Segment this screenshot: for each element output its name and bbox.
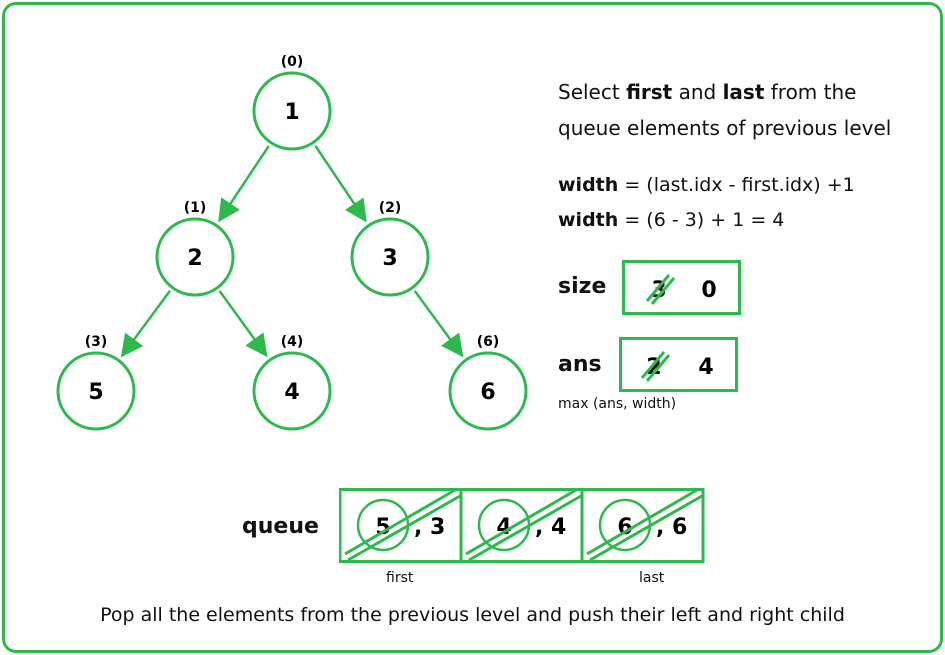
explanation-text: from the bbox=[764, 80, 857, 104]
strike-line bbox=[645, 274, 671, 302]
node-index-label: (3) bbox=[85, 334, 108, 350]
width-formula: width = (last.idx - first.idx) +1 bbox=[558, 174, 855, 196]
node-circle bbox=[155, 217, 235, 297]
node-value: 2 bbox=[187, 246, 202, 271]
explanation-line-2: queue elements of previous level bbox=[558, 111, 891, 145]
strike-line bbox=[645, 354, 671, 382]
last-marker: last bbox=[639, 570, 665, 586]
size-values: 3 0 bbox=[645, 274, 717, 305]
node-index-label: (6) bbox=[477, 334, 500, 350]
node-value: 6 bbox=[480, 380, 495, 405]
node-circle bbox=[350, 217, 430, 297]
formula-text: = (6 - 3) + 1 = 4 bbox=[618, 209, 785, 231]
node-circle bbox=[448, 351, 528, 431]
tree-edge-arrow bbox=[413, 290, 464, 358]
strike-line bbox=[468, 494, 582, 562]
first-keyword: first bbox=[626, 80, 673, 104]
tree-node: 5 (3) bbox=[56, 334, 136, 431]
size-new-value: 0 bbox=[701, 278, 716, 303]
queue-cell: 6, 6 bbox=[580, 488, 705, 563]
queue-cell: 4, 4 bbox=[459, 488, 584, 563]
explanation-line-1: Select first and last from the bbox=[558, 75, 856, 109]
strike-line bbox=[586, 488, 698, 556]
ans-box: 2 4 bbox=[619, 337, 738, 392]
caption: Pop all the elements from the previous l… bbox=[100, 604, 845, 626]
strike-line bbox=[650, 277, 676, 305]
tree-node: 4 (4) bbox=[252, 334, 332, 431]
node-value: 4 bbox=[284, 380, 299, 405]
ans-values: 2 4 bbox=[640, 351, 714, 382]
queue-cell: 5, 3 bbox=[339, 488, 463, 563]
queue-cell-box bbox=[580, 488, 705, 563]
strike-line bbox=[344, 488, 456, 556]
node-circle bbox=[252, 71, 332, 151]
node-index-label: (2) bbox=[379, 200, 402, 216]
strike-line bbox=[589, 494, 703, 562]
node-circle bbox=[252, 351, 332, 431]
explanation-text: and bbox=[672, 80, 723, 104]
tree-node: 6 (6) bbox=[448, 334, 528, 431]
width-calculation: width = (6 - 3) + 1 = 4 bbox=[558, 209, 784, 231]
tree-edge-arrow bbox=[120, 290, 172, 358]
tree-edge-arrow bbox=[314, 145, 367, 223]
tree-node: 1 (0) bbox=[252, 54, 332, 151]
queue-label: queue bbox=[242, 514, 319, 539]
strike-line bbox=[465, 488, 577, 556]
last-keyword: last bbox=[722, 80, 765, 104]
tree-node: 2 (1) bbox=[155, 200, 235, 297]
ans-new-value: 4 bbox=[698, 355, 713, 380]
tree-node: 3 (2) bbox=[350, 200, 430, 297]
node-index-label: (4) bbox=[281, 334, 304, 350]
width-keyword: width bbox=[558, 174, 619, 196]
node-index-label: (0) bbox=[281, 54, 304, 70]
node-value: 3 bbox=[382, 246, 397, 271]
strike-line bbox=[347, 494, 461, 562]
ans-label: ans bbox=[558, 352, 602, 377]
tree-edge-arrow bbox=[218, 290, 268, 358]
size-label: size bbox=[558, 274, 607, 299]
explanation-text: Select bbox=[558, 80, 627, 104]
ans-note: max (ans, width) bbox=[558, 396, 677, 412]
explanation-text: queue elements of previous level bbox=[558, 116, 892, 140]
width-keyword: width bbox=[558, 209, 619, 231]
tree-edge-arrow bbox=[218, 145, 270, 223]
strike-line bbox=[640, 351, 666, 379]
formula-text: = (last.idx - first.idx) +1 bbox=[618, 174, 855, 196]
size-box: 3 0 bbox=[622, 260, 741, 315]
node-value: 1 bbox=[284, 100, 299, 125]
node-value: 5 bbox=[88, 380, 103, 405]
node-circle bbox=[56, 351, 136, 431]
first-marker: first bbox=[386, 570, 414, 586]
node-index-label: (1) bbox=[184, 200, 207, 216]
